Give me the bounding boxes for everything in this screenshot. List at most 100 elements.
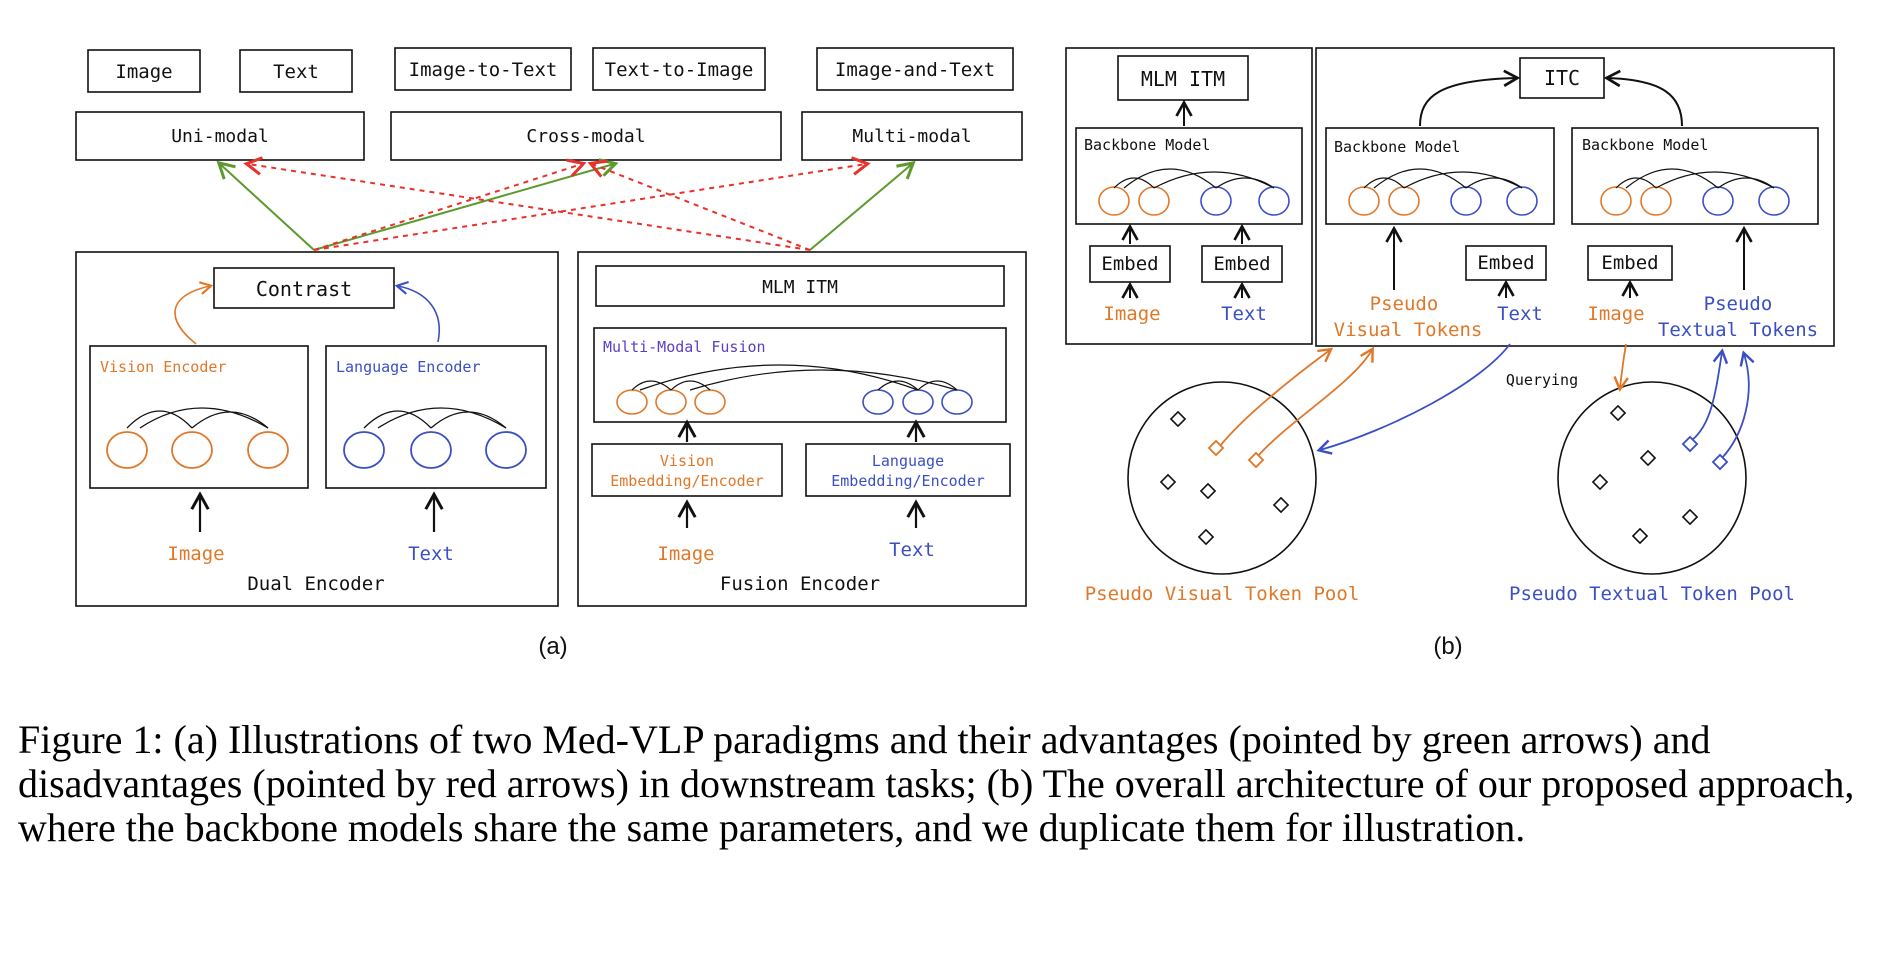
pool-token-diamond [1247, 451, 1265, 469]
right-backbone-label-right: Backbone Model [1582, 136, 1708, 154]
pool-token-diamond [1159, 473, 1177, 491]
fusion-language-circles [862, 389, 973, 415]
left-objective-label: MLM ITM [1141, 67, 1225, 91]
textual-pool-selected-tokens [1681, 435, 1729, 471]
left-backbone-label: Backbone Model [1084, 136, 1210, 154]
right-module-frame [1315, 47, 1835, 347]
pool-token-diamond [1711, 453, 1729, 471]
right-embed-image-label: Embed [1601, 252, 1658, 274]
multi-modal-fusion-label: Multi-Modal Fusion [603, 338, 766, 356]
pool-token-diamond [1591, 473, 1609, 491]
task-image-and-text-label: Image-and-Text [835, 59, 995, 81]
category-box-uni-modal [75, 111, 365, 161]
visual-pool-selected-tokens [1207, 439, 1265, 469]
token-circle [1258, 186, 1290, 216]
panel-a-input-arrows [190, 419, 926, 532]
task-box-image-to-text [394, 47, 572, 91]
querying-label: Querying [1506, 371, 1578, 389]
itc-label: ITC [1544, 66, 1580, 90]
pool-token-diamond [1681, 508, 1699, 526]
right-backbone-label-left: Backbone Model [1334, 138, 1460, 156]
vision-encoder-label: Vision Encoder [100, 358, 226, 376]
pool-token-diamond [1197, 528, 1215, 546]
visual-pool-tokens [1159, 410, 1290, 546]
language-embedding-box [805, 443, 1011, 497]
dual-encoder-caption: Dual Encoder [247, 573, 384, 595]
left-image-label: Image [1103, 303, 1160, 325]
vision-to-contrast-arrow [174, 281, 214, 345]
token-circle [247, 431, 289, 469]
panel-b-arrows [1121, 69, 1753, 299]
token-circle [1388, 186, 1420, 216]
vision-embedding-label-2: Embedding/Encoder [610, 472, 764, 490]
token-circle [941, 389, 973, 415]
language-encoder-label: Language Encoder [336, 358, 481, 376]
encoder-attention-arcs [126, 407, 507, 429]
language-token-circles [343, 431, 527, 469]
fusion-objective-box [595, 265, 1005, 307]
pseudo-textual-label-1: Pseudo [1704, 293, 1773, 315]
pseudo-textual-label-2: Textual Tokens [1658, 319, 1818, 341]
token-circle [862, 389, 894, 415]
fusion-encoder-frame [577, 251, 1027, 607]
pseudo-visual-label-2: Visual Tokens [1334, 319, 1483, 341]
pseudo-visual-label-1: Pseudo [1370, 293, 1439, 315]
vision-embedding-box [591, 443, 783, 497]
disadvantage-arrows [243, 156, 871, 251]
fusion-text-label: Text [889, 539, 935, 561]
right-embed-text-label: Embed [1477, 252, 1534, 274]
fusion-vision-circles [616, 389, 726, 415]
token-circle [1450, 186, 1482, 216]
dual-text-label: Text [408, 543, 454, 565]
right-backbone-box-right [1571, 127, 1819, 225]
panel-a-label: (a) [538, 633, 567, 660]
textual-pool-label: Pseudo Textual Token Pool [1509, 583, 1795, 605]
token-circle [171, 431, 213, 469]
token-circle [1506, 186, 1538, 216]
contrast-box [213, 267, 395, 309]
pool-token-diamond [1169, 410, 1187, 428]
category-multi-modal-label: Multi-modal [852, 126, 971, 147]
task-image-to-text-label: Image-to-Text [409, 59, 558, 81]
pool-token-diamond [1639, 449, 1657, 467]
multi-modal-fusion-box [593, 327, 1007, 423]
pool-token-diamond [1272, 496, 1290, 514]
token-circle [485, 431, 527, 469]
task-box-text-to-image [592, 47, 766, 91]
token-circle [1098, 186, 1130, 216]
textual-pool-tokens [1591, 404, 1699, 545]
left-backbone-tokens [1098, 186, 1170, 216]
language-embedding-label-1: Language [872, 452, 944, 470]
task-text-label: Text [273, 61, 319, 83]
right-image-label: Image [1587, 303, 1644, 325]
visual-pool-label: Pseudo Visual Token Pool [1085, 583, 1360, 605]
left-module-frame [1065, 47, 1313, 345]
fusion-objective-label: MLM ITM [762, 277, 838, 298]
token-circle [694, 389, 726, 415]
backbone-arcs [1113, 168, 1775, 189]
panel-b-label: (b) [1433, 633, 1462, 660]
right-backbone-box-left [1325, 127, 1555, 225]
pool-token-diamond [1609, 404, 1627, 422]
fusion-encoder-caption: Fusion Encoder [720, 573, 880, 595]
dual-encoder-frame [75, 251, 559, 607]
token-circle [1640, 186, 1672, 216]
left-embed-image-label: Embed [1101, 253, 1158, 275]
token-circle [1138, 186, 1170, 216]
category-box-multi-modal [801, 111, 1023, 161]
vision-token-circles [106, 431, 289, 469]
token-circle [902, 389, 934, 415]
left-embed-text-label: Embed [1213, 253, 1270, 275]
language-to-contrast-arrow [394, 280, 440, 343]
left-backbone-box [1075, 127, 1303, 225]
dual-image-label: Image [167, 543, 224, 565]
pool-token-diamond [1681, 435, 1699, 453]
contrast-label: Contrast [256, 277, 352, 301]
fusion-image-label: Image [657, 543, 714, 565]
task-box-image [87, 49, 201, 93]
fusion-attention-arcs [631, 364, 958, 391]
task-image-label: Image [115, 61, 172, 83]
category-uni-modal-label: Uni-modal [171, 126, 269, 147]
figure-caption: Figure 1: (a) Illustrations of two Med-V… [18, 717, 1855, 850]
